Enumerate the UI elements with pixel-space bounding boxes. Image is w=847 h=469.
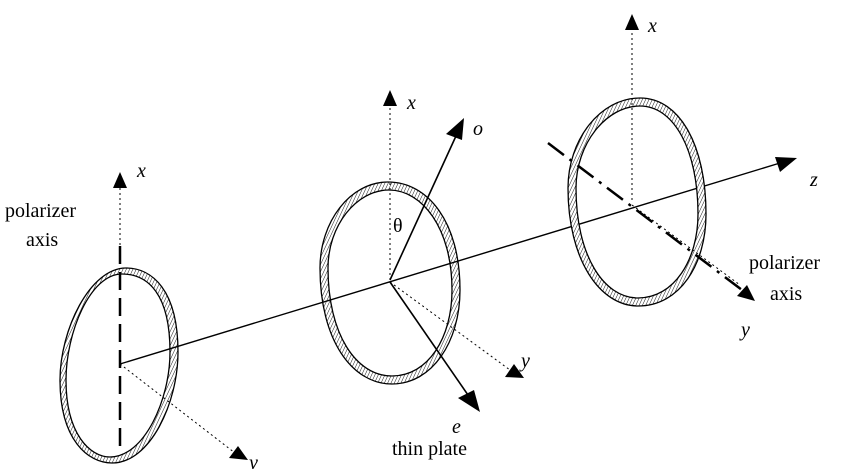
left-y-arrowhead	[229, 446, 248, 460]
z-axis-line	[119, 162, 781, 365]
z-arrowhead	[775, 157, 797, 172]
right-polarizer-label-1: polarizer	[749, 252, 820, 274]
left-x-label: x	[136, 160, 146, 182]
right-x-label: x	[647, 15, 657, 37]
left-y-axis	[119, 363, 236, 454]
right-axis-arrowhead	[737, 285, 755, 301]
o-axis	[389, 135, 457, 281]
right-polarizer-label-2: axis	[770, 283, 802, 305]
left-y-label: y	[247, 452, 258, 469]
left-x-arrowhead	[113, 172, 127, 188]
left-polarizer-label-2: axis	[26, 229, 58, 251]
theta-label: θ	[393, 215, 403, 237]
right-x-arrowhead	[625, 14, 639, 30]
right-polarizer-axis-line	[547, 142, 743, 291]
o-arrowhead	[446, 118, 464, 140]
left-polarizer: x y polarizer axis	[5, 160, 258, 469]
middle-y-label: y	[519, 350, 530, 372]
z-axis: z	[119, 157, 818, 365]
left-polarizer-label-1: polarizer	[5, 200, 76, 222]
middle-x-arrowhead	[383, 90, 397, 106]
left-polarizer-rim	[59, 267, 179, 464]
right-polarizer: x y polarizer axis	[547, 14, 820, 341]
e-axis	[389, 281, 469, 396]
thin-plate-rim	[319, 181, 461, 385]
thin-plate: x y o e θ thin plate	[319, 90, 530, 460]
middle-x-label: x	[406, 92, 416, 114]
e-arrowhead	[458, 390, 480, 412]
e-label: e	[452, 416, 461, 438]
z-label: z	[809, 169, 818, 191]
thin-plate-caption: thin plate	[392, 438, 467, 460]
right-polarizer-rim	[567, 97, 707, 307]
o-label: o	[473, 118, 483, 140]
middle-y-arrowhead	[505, 364, 524, 378]
right-y-label: y	[739, 319, 750, 341]
